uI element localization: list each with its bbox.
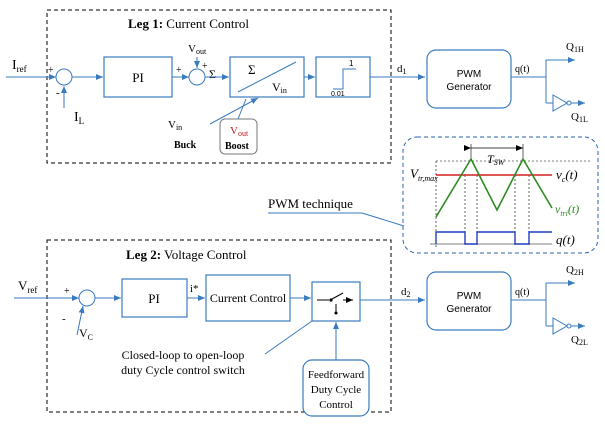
divider-sigma: Σ — [248, 62, 256, 77]
pwm-pulse-train — [435, 231, 552, 245]
pwm-generator-1 — [426, 49, 512, 109]
sum1-plus: + — [48, 65, 54, 76]
leg2-frame — [46, 239, 392, 413]
saturation-block — [315, 56, 371, 98]
pi-block-1 — [103, 56, 173, 98]
loop-switch-block — [311, 281, 361, 322]
boost-label: Boost — [225, 141, 250, 152]
inverter-2 — [552, 317, 569, 335]
d2-label: d2 — [401, 286, 411, 299]
pwm1-line2: Generator — [446, 82, 492, 93]
ff-line1: Feedforward — [308, 369, 365, 381]
switch-label-2: duty Cycle control switch — [121, 363, 245, 377]
vin-label: Vin — [168, 119, 182, 132]
leg1-title: Leg 1: Current Control — [128, 16, 249, 31]
istar-label: i* — [190, 283, 199, 295]
q2h-label: Q2H — [566, 264, 584, 277]
current-control-label: Current Control — [210, 291, 287, 305]
vref-label: Vref — [18, 278, 37, 295]
pwm-technique-label: PWM technique — [268, 196, 353, 211]
inverter-1 — [552, 94, 569, 112]
pwm2-line2: Generator — [446, 304, 492, 315]
leg1-frame — [46, 9, 392, 164]
ff-line2: Duty Cycle — [311, 384, 362, 396]
q-pulse-label: q(t) — [556, 232, 575, 247]
sum-junction-3 — [78, 289, 96, 307]
sum2-sigma: Σ — [209, 67, 216, 81]
q2l-label: Q2L — [571, 334, 588, 347]
pwm-generator-2 — [426, 271, 512, 331]
sum2-plus-top: + — [202, 61, 208, 72]
qt1-label: q(t) — [515, 64, 529, 75]
vtrmax-label: Vtr,max — [410, 166, 438, 183]
buck-label: Buck — [174, 140, 197, 151]
vc-label: vc(t) — [556, 167, 578, 184]
il-label: IL — [74, 110, 84, 126]
pwm2-line1: PWM — [457, 291, 481, 302]
divider-vin: Vin — [272, 80, 287, 95]
pwm-waveform-panel — [402, 136, 599, 254]
pi-label-2: PI — [148, 291, 160, 306]
leg2-title: Leg 2: Voltage Control — [126, 247, 247, 262]
current-control-block — [205, 274, 291, 322]
d1-label: d1 — [397, 63, 407, 76]
sum3-minus: - — [62, 313, 66, 325]
sum-junction-1 — [55, 68, 73, 86]
sum3-plus: + — [64, 286, 70, 297]
vc-feedback-label: VC — [79, 326, 93, 342]
q1h-label: Q1H — [566, 41, 584, 54]
switch-label-1: Closed-loop to open-loop — [122, 348, 245, 362]
boost-vout: Vout — [230, 125, 249, 138]
iref-label: Iref — [12, 58, 27, 74]
q1l-label: Q1L — [571, 111, 588, 124]
qt2-label: q(t) — [515, 287, 529, 298]
vout-label: Vout — [188, 43, 207, 56]
sum1-minus: - — [56, 87, 60, 99]
pwm1-line1: PWM — [457, 69, 481, 80]
ff-line3: Control — [319, 399, 353, 411]
saturation-top: 1 — [349, 59, 354, 68]
pi-block-2 — [121, 278, 188, 318]
triangle-carrier — [435, 157, 553, 218]
vtri-label: vtri(t) — [555, 202, 579, 218]
pi-label-1: PI — [132, 70, 144, 85]
saturation-bottom: 0.01 — [331, 91, 345, 98]
tsw-label: TSW — [487, 152, 506, 167]
sum2-plus-left: + — [176, 65, 182, 76]
